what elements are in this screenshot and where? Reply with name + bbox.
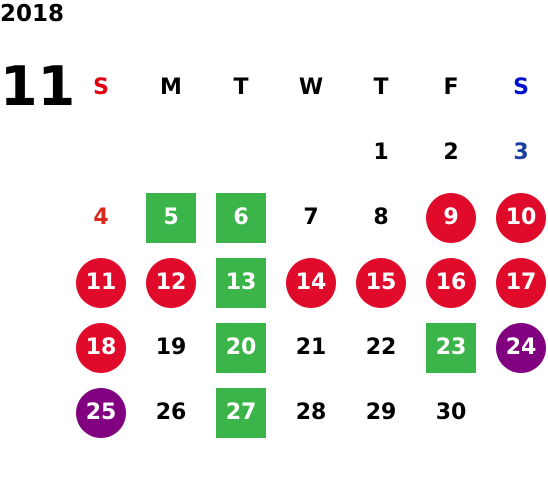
weekday-header-friday: F <box>443 75 459 100</box>
day-number: 7 <box>303 205 319 230</box>
day-cell: 22 <box>346 315 416 380</box>
day-number: 24 <box>496 322 546 373</box>
day-cell: 27 <box>206 380 276 445</box>
day-cell: 20 <box>206 315 276 380</box>
day-number: 30 <box>435 400 467 425</box>
day-number: 11 <box>76 257 126 308</box>
day-cell: 10 <box>486 185 548 250</box>
calendar-year: 2018 <box>0 1 65 27</box>
weekday-header-monday: M <box>160 75 182 100</box>
day-cell: 15 <box>346 250 416 315</box>
day-number: 3 <box>513 140 529 165</box>
day-cell: 28 <box>276 380 346 445</box>
day-cell: 21 <box>276 315 346 380</box>
day-number: 12 <box>146 257 196 308</box>
day-cell: 12 <box>136 250 206 315</box>
day-cell: 11 <box>66 250 136 315</box>
day-number: 2 <box>443 140 459 165</box>
day-cell: 9 <box>416 185 486 250</box>
day-cell: 25 <box>66 380 136 445</box>
day-cell: 24 <box>486 315 548 380</box>
day-cell: 7 <box>276 185 346 250</box>
day-cell: 18 <box>66 315 136 380</box>
weekday-header-sunday: S <box>93 75 109 100</box>
day-number: 26 <box>155 400 187 425</box>
day-cell: 16 <box>416 250 486 315</box>
day-cell: 3 <box>486 120 548 185</box>
day-cell: 14 <box>276 250 346 315</box>
day-cell: 4 <box>66 185 136 250</box>
day-cell: 26 <box>136 380 206 445</box>
day-number: 1 <box>373 140 389 165</box>
day-number: 25 <box>76 387 126 438</box>
day-number: 17 <box>496 257 546 308</box>
day-number: 15 <box>356 257 406 308</box>
day-number: 29 <box>365 400 397 425</box>
day-number: 16 <box>426 257 476 308</box>
day-cell: 13 <box>206 250 276 315</box>
day-cell: 2 <box>416 120 486 185</box>
day-cell: 6 <box>206 185 276 250</box>
day-cell: 23 <box>416 315 486 380</box>
calendar-month: 11 <box>0 55 76 118</box>
day-number: 13 <box>216 257 266 308</box>
day-cell: 1 <box>346 120 416 185</box>
day-number: 21 <box>295 335 327 360</box>
day-number: 28 <box>295 400 327 425</box>
day-cell: 8 <box>346 185 416 250</box>
day-cell: 5 <box>136 185 206 250</box>
weekday-header-thursday: T <box>373 75 389 100</box>
day-number: 10 <box>496 192 546 243</box>
day-number: 9 <box>426 192 476 243</box>
weekday-header-tuesday: T <box>233 75 249 100</box>
day-cell: 17 <box>486 250 548 315</box>
day-number: 23 <box>426 322 476 373</box>
weekday-header-wednesday: W <box>298 75 324 100</box>
day-number: 5 <box>146 192 196 243</box>
day-number: 19 <box>155 335 187 360</box>
weekday-header-saturday: S <box>513 75 529 100</box>
day-cell: 30 <box>416 380 486 445</box>
day-number: 27 <box>216 387 266 438</box>
day-number: 22 <box>365 335 397 360</box>
day-cell: 19 <box>136 315 206 380</box>
day-cell: 29 <box>346 380 416 445</box>
day-number: 20 <box>216 322 266 373</box>
day-number: 4 <box>93 205 109 230</box>
day-number: 18 <box>76 322 126 373</box>
day-number: 6 <box>216 192 266 243</box>
day-number: 14 <box>286 257 336 308</box>
day-number: 8 <box>373 205 389 230</box>
